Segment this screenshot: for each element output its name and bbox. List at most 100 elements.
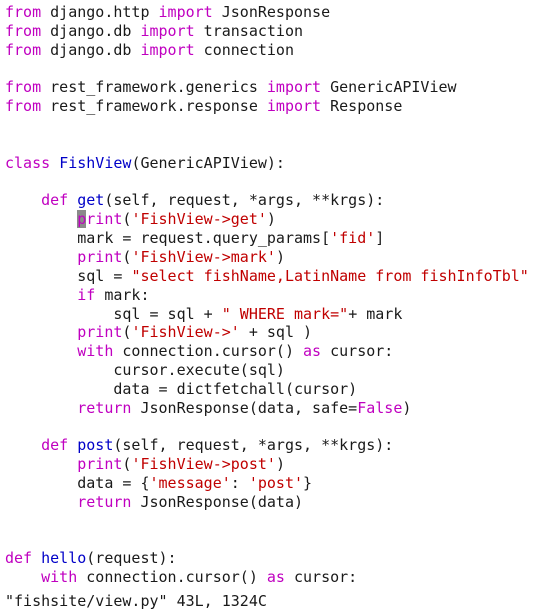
code-token-keyword: from bbox=[5, 97, 42, 116]
code-token-plain: sql = sql + bbox=[5, 304, 222, 323]
code-line[interactable]: print('FishView->mark') bbox=[5, 248, 544, 267]
code-token-plain: ( bbox=[122, 323, 132, 342]
code-token-plain: mark: bbox=[95, 285, 150, 304]
code-token-keyword: from bbox=[5, 3, 42, 21]
code-token-plain bbox=[5, 568, 41, 586]
code-token-string: 'FishView->' bbox=[131, 323, 240, 342]
code-line[interactable]: data = {'message': 'post'} bbox=[5, 474, 544, 493]
code-line[interactable]: print('FishView->post') bbox=[5, 455, 544, 474]
code-token-plain: JsonResponse(data) bbox=[131, 492, 304, 511]
code-line[interactable]: print('FishView->' + sql ) bbox=[5, 323, 544, 342]
code-line[interactable] bbox=[5, 173, 544, 192]
code-token-plain bbox=[68, 191, 77, 209]
code-token-string: 'fid' bbox=[330, 229, 376, 248]
code-token-keyword: if bbox=[77, 285, 96, 304]
code-token-plain bbox=[5, 455, 77, 473]
code-token-plain: : bbox=[230, 474, 249, 493]
code-line[interactable] bbox=[5, 512, 544, 531]
code-token-plain bbox=[5, 248, 77, 266]
code-line[interactable]: mark = request.query_params['fid'] bbox=[5, 229, 544, 248]
code-line[interactable]: from rest_framework.generics import Gene… bbox=[5, 78, 544, 97]
code-token-plain bbox=[5, 436, 41, 454]
code-token-keyword: as bbox=[303, 342, 322, 361]
code-token-string: 'FishView->get' bbox=[131, 210, 267, 229]
code-token-plain: cursor: bbox=[321, 342, 394, 361]
code-line[interactable]: return JsonResponse(data) bbox=[5, 493, 544, 512]
code-token-keyword: from bbox=[5, 21, 42, 40]
code-token-plain: connection.cursor() bbox=[77, 568, 267, 587]
code-token-plain: ( bbox=[122, 247, 132, 266]
code-line[interactable]: if mark: bbox=[5, 286, 544, 305]
code-token-plain: + sql ) bbox=[239, 323, 313, 342]
code-token-plain: (GenericAPIView): bbox=[131, 153, 285, 172]
code-line[interactable]: return JsonResponse(data, safe=False) bbox=[5, 399, 544, 418]
code-token-plain bbox=[5, 493, 77, 511]
code-token-plain: rest_framework.response bbox=[41, 97, 267, 116]
code-token-keyword: import bbox=[158, 3, 213, 21]
code-token-keyword: import bbox=[266, 78, 322, 97]
code-token-plain: transaction bbox=[194, 21, 304, 40]
code-line[interactable]: class FishView(GenericAPIView): bbox=[5, 154, 544, 173]
code-token-keyword: rint bbox=[86, 210, 123, 229]
text-cursor: p bbox=[77, 210, 87, 229]
code-token-plain: ( bbox=[122, 210, 132, 229]
code-token-plain: Response bbox=[321, 97, 403, 116]
code-token-name: hello bbox=[41, 549, 87, 568]
code-token-plain: ) bbox=[402, 398, 412, 417]
code-token-string: 'post' bbox=[248, 474, 304, 493]
code-token-plain bbox=[5, 286, 77, 304]
code-line[interactable]: data = dictfetchall(cursor) bbox=[5, 380, 544, 399]
code-token-plain bbox=[5, 323, 77, 341]
code-token-plain: django.http bbox=[41, 3, 159, 21]
code-line[interactable] bbox=[5, 116, 544, 135]
code-token-keyword: class bbox=[5, 153, 51, 172]
code-line[interactable] bbox=[5, 531, 544, 550]
code-token-keyword: from bbox=[5, 40, 42, 59]
code-token-plain: sql = bbox=[5, 266, 132, 285]
code-token-plain: + mark bbox=[348, 304, 403, 323]
code-line[interactable]: def hello(request): bbox=[5, 549, 544, 568]
code-token-keyword: return bbox=[77, 492, 132, 511]
code-line[interactable] bbox=[5, 135, 544, 154]
code-line[interactable]: with connection.cursor() as cursor: bbox=[5, 568, 544, 587]
status-line: "fishsite/view.py" 43L, 1324C bbox=[5, 592, 267, 610]
code-line[interactable]: sql = sql + " WHERE mark="+ mark bbox=[5, 305, 544, 324]
code-token-plain bbox=[5, 191, 41, 209]
code-line[interactable]: def post(self, request, *args, **krgs): bbox=[5, 436, 544, 455]
code-token-string: 'FishView->post' bbox=[131, 455, 276, 474]
code-line[interactable]: from django.db import connection bbox=[5, 41, 544, 60]
code-token-name: FishView bbox=[59, 153, 132, 172]
code-token-keyword: from bbox=[5, 78, 42, 97]
code-token-keyword: as bbox=[266, 568, 285, 587]
code-token-constant: False bbox=[357, 398, 403, 417]
code-line[interactable]: with connection.cursor() as cursor: bbox=[5, 342, 544, 361]
code-token-plain: rest_framework.generics bbox=[41, 78, 267, 97]
code-line[interactable]: cursor.execute(sql) bbox=[5, 361, 544, 380]
code-line[interactable] bbox=[5, 60, 544, 79]
code-line[interactable]: print('FishView->get') bbox=[5, 210, 544, 229]
code-token-keyword: import bbox=[266, 97, 322, 116]
code-token-plain bbox=[5, 210, 77, 228]
code-token-name: post bbox=[77, 436, 114, 455]
code-token-plain: } bbox=[303, 474, 313, 493]
code-token-name: get bbox=[77, 191, 105, 210]
code-token-keyword: print bbox=[77, 247, 123, 266]
code-token-plain: data = { bbox=[5, 474, 150, 493]
code-line[interactable]: from rest_framework.response import Resp… bbox=[5, 97, 544, 116]
code-line[interactable]: from django.http import JsonResponse bbox=[5, 3, 544, 22]
code-token-plain bbox=[68, 436, 77, 454]
code-line[interactable]: from django.db import transaction bbox=[5, 22, 544, 41]
code-token-keyword: with bbox=[41, 568, 78, 587]
code-line[interactable]: def get(self, request, *args, **krgs): bbox=[5, 191, 544, 210]
code-line[interactable]: sql = "select fishName,LatinName from fi… bbox=[5, 267, 544, 286]
code-line[interactable] bbox=[5, 418, 544, 437]
code-token-plain bbox=[50, 154, 59, 172]
code-token-plain: cursor.execute(sql) bbox=[5, 361, 285, 380]
code-token-plain: (self, request, *args, **krgs): bbox=[104, 191, 385, 210]
code-token-plain: mark = request.query_params[ bbox=[5, 229, 331, 248]
code-token-plain bbox=[5, 399, 77, 417]
code-token-plain: (request): bbox=[86, 549, 177, 568]
code-token-plain: GenericAPIView bbox=[321, 78, 457, 97]
code-token-keyword: def bbox=[5, 549, 33, 568]
